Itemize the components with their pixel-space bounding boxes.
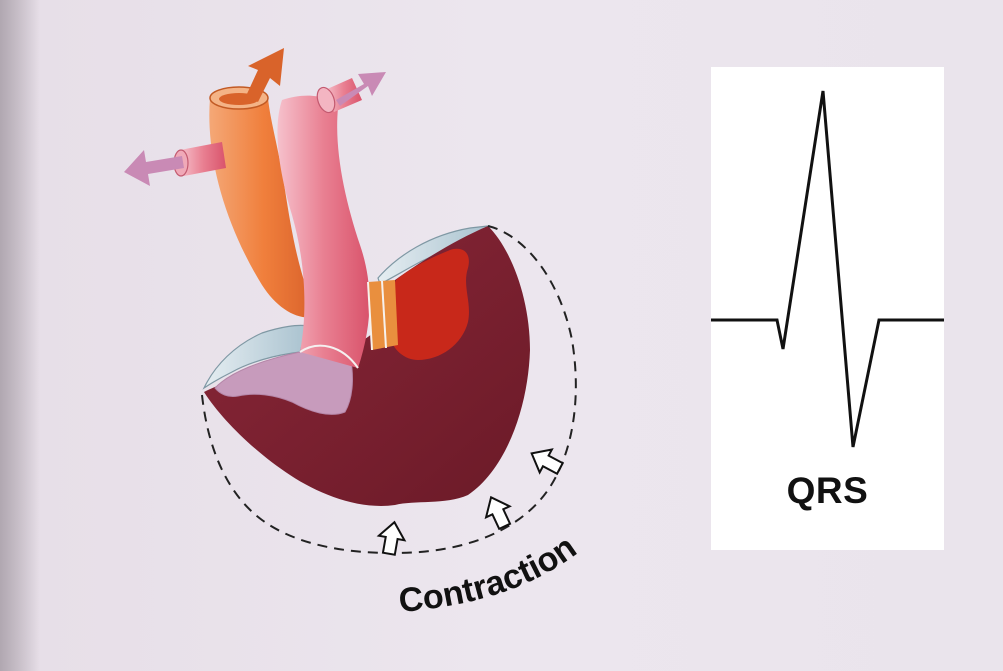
ecg-panel: QRS: [711, 67, 944, 550]
contraction-arrow-1: [376, 520, 407, 556]
qrs-label: QRS: [711, 470, 944, 512]
qrs-trace: [711, 91, 944, 447]
contraction-arrow-2: [479, 492, 516, 532]
contraction-label: Contraction: [397, 528, 583, 620]
contraction-arrow-3: [526, 442, 566, 480]
